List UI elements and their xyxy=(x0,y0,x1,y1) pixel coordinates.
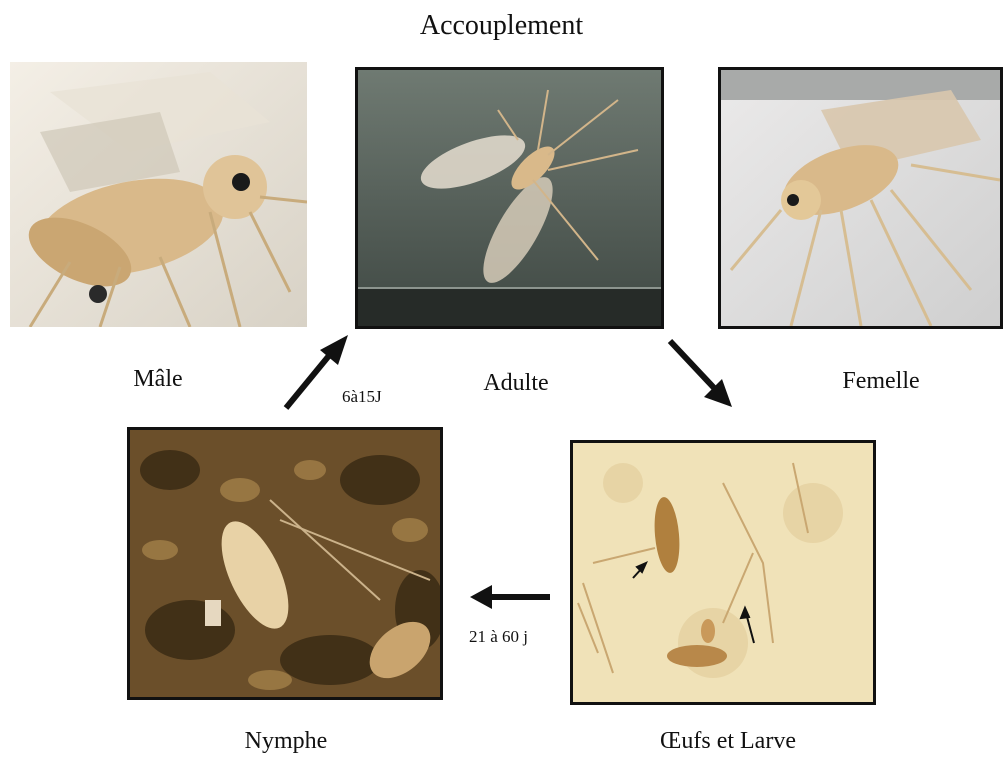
female-photo xyxy=(718,67,1003,329)
arrow-eggs-to-nymph xyxy=(468,580,554,614)
female-caption: Femelle xyxy=(826,368,936,395)
diagram-title: Accouplement xyxy=(0,10,1003,42)
eggs-larva-caption: Œufs et Larve xyxy=(648,728,808,755)
arrow-adult-to-eggs xyxy=(664,335,744,415)
male-photo xyxy=(10,62,307,327)
eggs-to-nymph-duration: 21 à 60 j xyxy=(469,627,528,647)
nymph-photo xyxy=(127,427,443,700)
arrow-nymph-to-adult xyxy=(278,330,358,415)
adult-photo xyxy=(355,67,664,329)
nymph-caption: Nymphe xyxy=(231,728,341,755)
adult-caption: Adulte xyxy=(466,370,566,397)
eggs-larva-photo xyxy=(570,440,876,705)
male-caption: Mâle xyxy=(118,366,198,393)
